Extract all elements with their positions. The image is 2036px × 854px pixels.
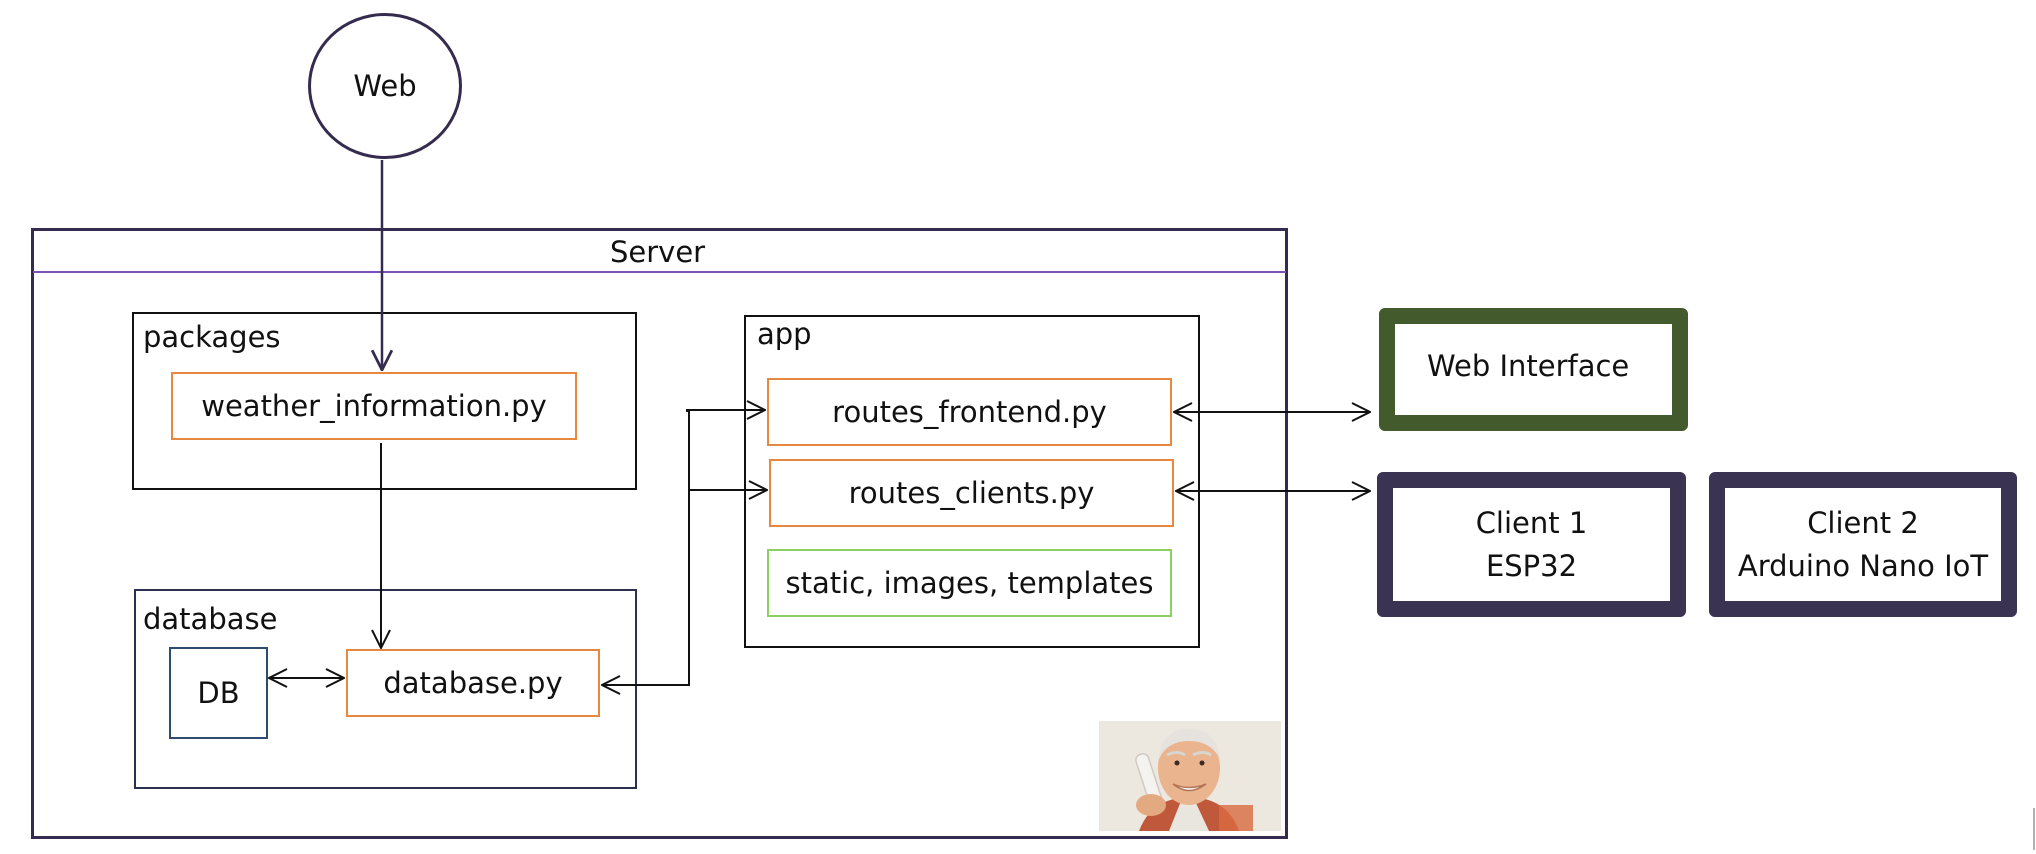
db-store: DB <box>169 647 268 739</box>
static-assets-module: static, images, templates <box>767 549 1172 617</box>
client1-board: ESP32 <box>1485 548 1578 583</box>
web-node: Web <box>308 13 462 159</box>
weather-information-label: weather_information.py <box>201 389 547 423</box>
smiling-man-photo <box>1099 721 1281 831</box>
database-group <box>134 589 637 789</box>
routes-clients-label: routes_clients.py <box>848 476 1095 510</box>
weather-information-module: weather_information.py <box>171 372 577 440</box>
routes-clients-module: routes_clients.py <box>769 459 1174 527</box>
client1-name: Client 1 <box>1475 506 1588 541</box>
database-module-label: database.py <box>383 666 563 700</box>
web-node-label: Web <box>353 69 417 103</box>
routes-frontend-label: routes_frontend.py <box>832 395 1107 429</box>
client2-node: Client 2 Arduino Nano IoT <box>1709 472 2017 617</box>
client2-name: Client 2 <box>1807 506 1919 541</box>
packages-label: packages <box>143 320 281 354</box>
static-assets-label: static, images, templates <box>785 566 1154 600</box>
packages-group <box>132 312 637 490</box>
server-title: Server <box>610 235 706 269</box>
routes-frontend-module: routes_frontend.py <box>767 378 1172 446</box>
client2-board: Arduino Nano IoT <box>1737 548 1989 583</box>
database-module: database.py <box>346 649 600 717</box>
web-interface-label: Web Interface <box>1427 348 1630 383</box>
app-label: app <box>757 317 812 351</box>
server-title-divider <box>33 271 1286 273</box>
web-interface-node: Web Interface <box>1379 308 1688 431</box>
smiling-man-illustration <box>1099 721 1281 831</box>
db-store-label: DB <box>197 676 240 710</box>
client1-node: Client 1 ESP32 <box>1377 472 1686 617</box>
database-label: database <box>143 602 278 636</box>
server-container <box>31 228 1288 839</box>
